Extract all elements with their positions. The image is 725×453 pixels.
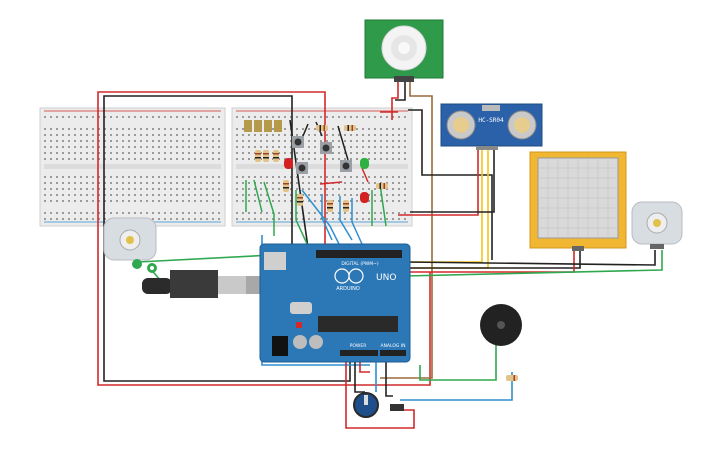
led-green-1 bbox=[360, 158, 369, 169]
wire-lcd-black bbox=[400, 250, 581, 269]
arduino-digital-label: DIGITAL (PWM~) bbox=[341, 261, 379, 267]
wire-black-pot bbox=[354, 358, 365, 393]
wire-sonar-red bbox=[398, 148, 479, 216]
arduino-brand: ARDUINO bbox=[336, 286, 360, 292]
usb-plug-icon bbox=[170, 270, 218, 298]
wire-sonar-black bbox=[410, 148, 495, 213]
wire-pir-brown bbox=[380, 80, 433, 379]
wire-buzzer-blue bbox=[400, 372, 513, 401]
wire-motor-right-green bbox=[404, 250, 663, 277]
breadboard-left[interactable] bbox=[39, 107, 226, 227]
arduino-analog-label: ANALOG IN bbox=[380, 343, 405, 349]
usb-cable[interactable] bbox=[142, 270, 262, 298]
wire-motor-right-black bbox=[404, 250, 656, 266]
resistors[interactable] bbox=[255, 125, 388, 212]
lcd-display[interactable] bbox=[529, 151, 627, 251]
arduino-model: UNO bbox=[376, 273, 396, 283]
wire-red-bottom bbox=[345, 352, 415, 429]
motor-left[interactable] bbox=[103, 217, 157, 273]
wire-black-pot2 bbox=[385, 358, 393, 397]
ultrasonic-sensor[interactable]: HC-SR04 bbox=[440, 103, 543, 150]
wire-red-pot bbox=[359, 358, 370, 373]
wire-red-loop bbox=[97, 91, 431, 386]
led-red-2 bbox=[360, 192, 369, 203]
breadboard-jumpers bbox=[245, 111, 398, 247]
push-buttons[interactable] bbox=[292, 136, 352, 174]
arduino-uno[interactable]: DIGITAL (PWM~) UNO ARDUINO POWER ANALOG … bbox=[259, 243, 411, 363]
pir-sensor[interactable] bbox=[364, 19, 444, 82]
wire-buzzer-green bbox=[419, 340, 497, 381]
potentiometer[interactable] bbox=[353, 392, 404, 418]
photoresistors[interactable] bbox=[244, 120, 282, 132]
piezo-buzzer[interactable] bbox=[480, 304, 522, 381]
leds[interactable] bbox=[284, 158, 369, 203]
wire-pir-red bbox=[391, 80, 399, 120]
ultrasonic-label: HC-SR04 bbox=[478, 117, 504, 124]
wire-pir-black2 bbox=[408, 109, 493, 260]
arduino-power-label: POWER bbox=[350, 343, 367, 349]
motor-right[interactable] bbox=[631, 201, 683, 249]
wire-pir-black bbox=[395, 80, 406, 101]
led-red-1 bbox=[284, 158, 293, 169]
